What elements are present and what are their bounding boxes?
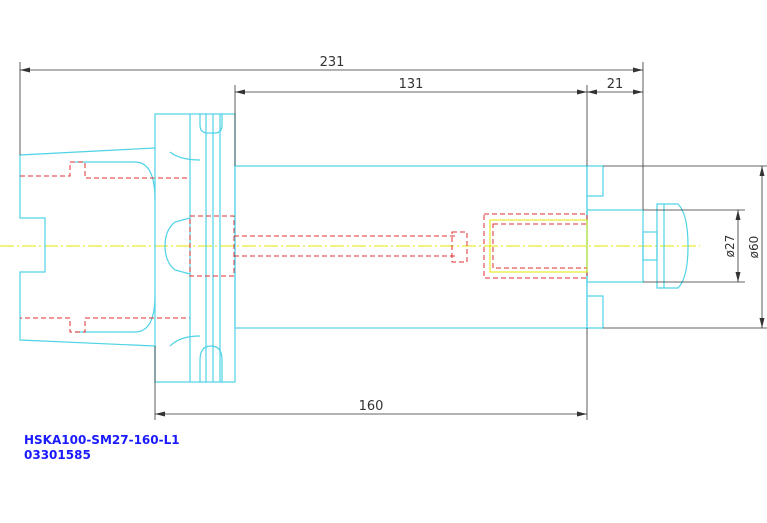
dim-shank-length: 131 — [399, 77, 424, 92]
dim-body-length: 160 — [359, 399, 384, 414]
part-code-label: 03301585 — [24, 448, 91, 462]
flange-outline — [154, 113, 236, 383]
dimension-arrows — [20, 67, 765, 417]
taper-hidden-lines — [20, 161, 191, 333]
dim-inner-diameter: ø27 — [723, 235, 737, 258]
dim-outer-diameter: ø60 — [747, 236, 761, 259]
inner-bore-line — [489, 219, 588, 273]
dim-nut-offset: 21 — [607, 77, 624, 92]
flange-hidden-bore — [189, 215, 235, 277]
dimension-lines — [19, 62, 767, 420]
body-outline — [234, 165, 689, 329]
dim-overall-length: 231 — [320, 55, 345, 70]
part-name-label: HSKA100-SM27-160-L1 — [24, 433, 180, 447]
